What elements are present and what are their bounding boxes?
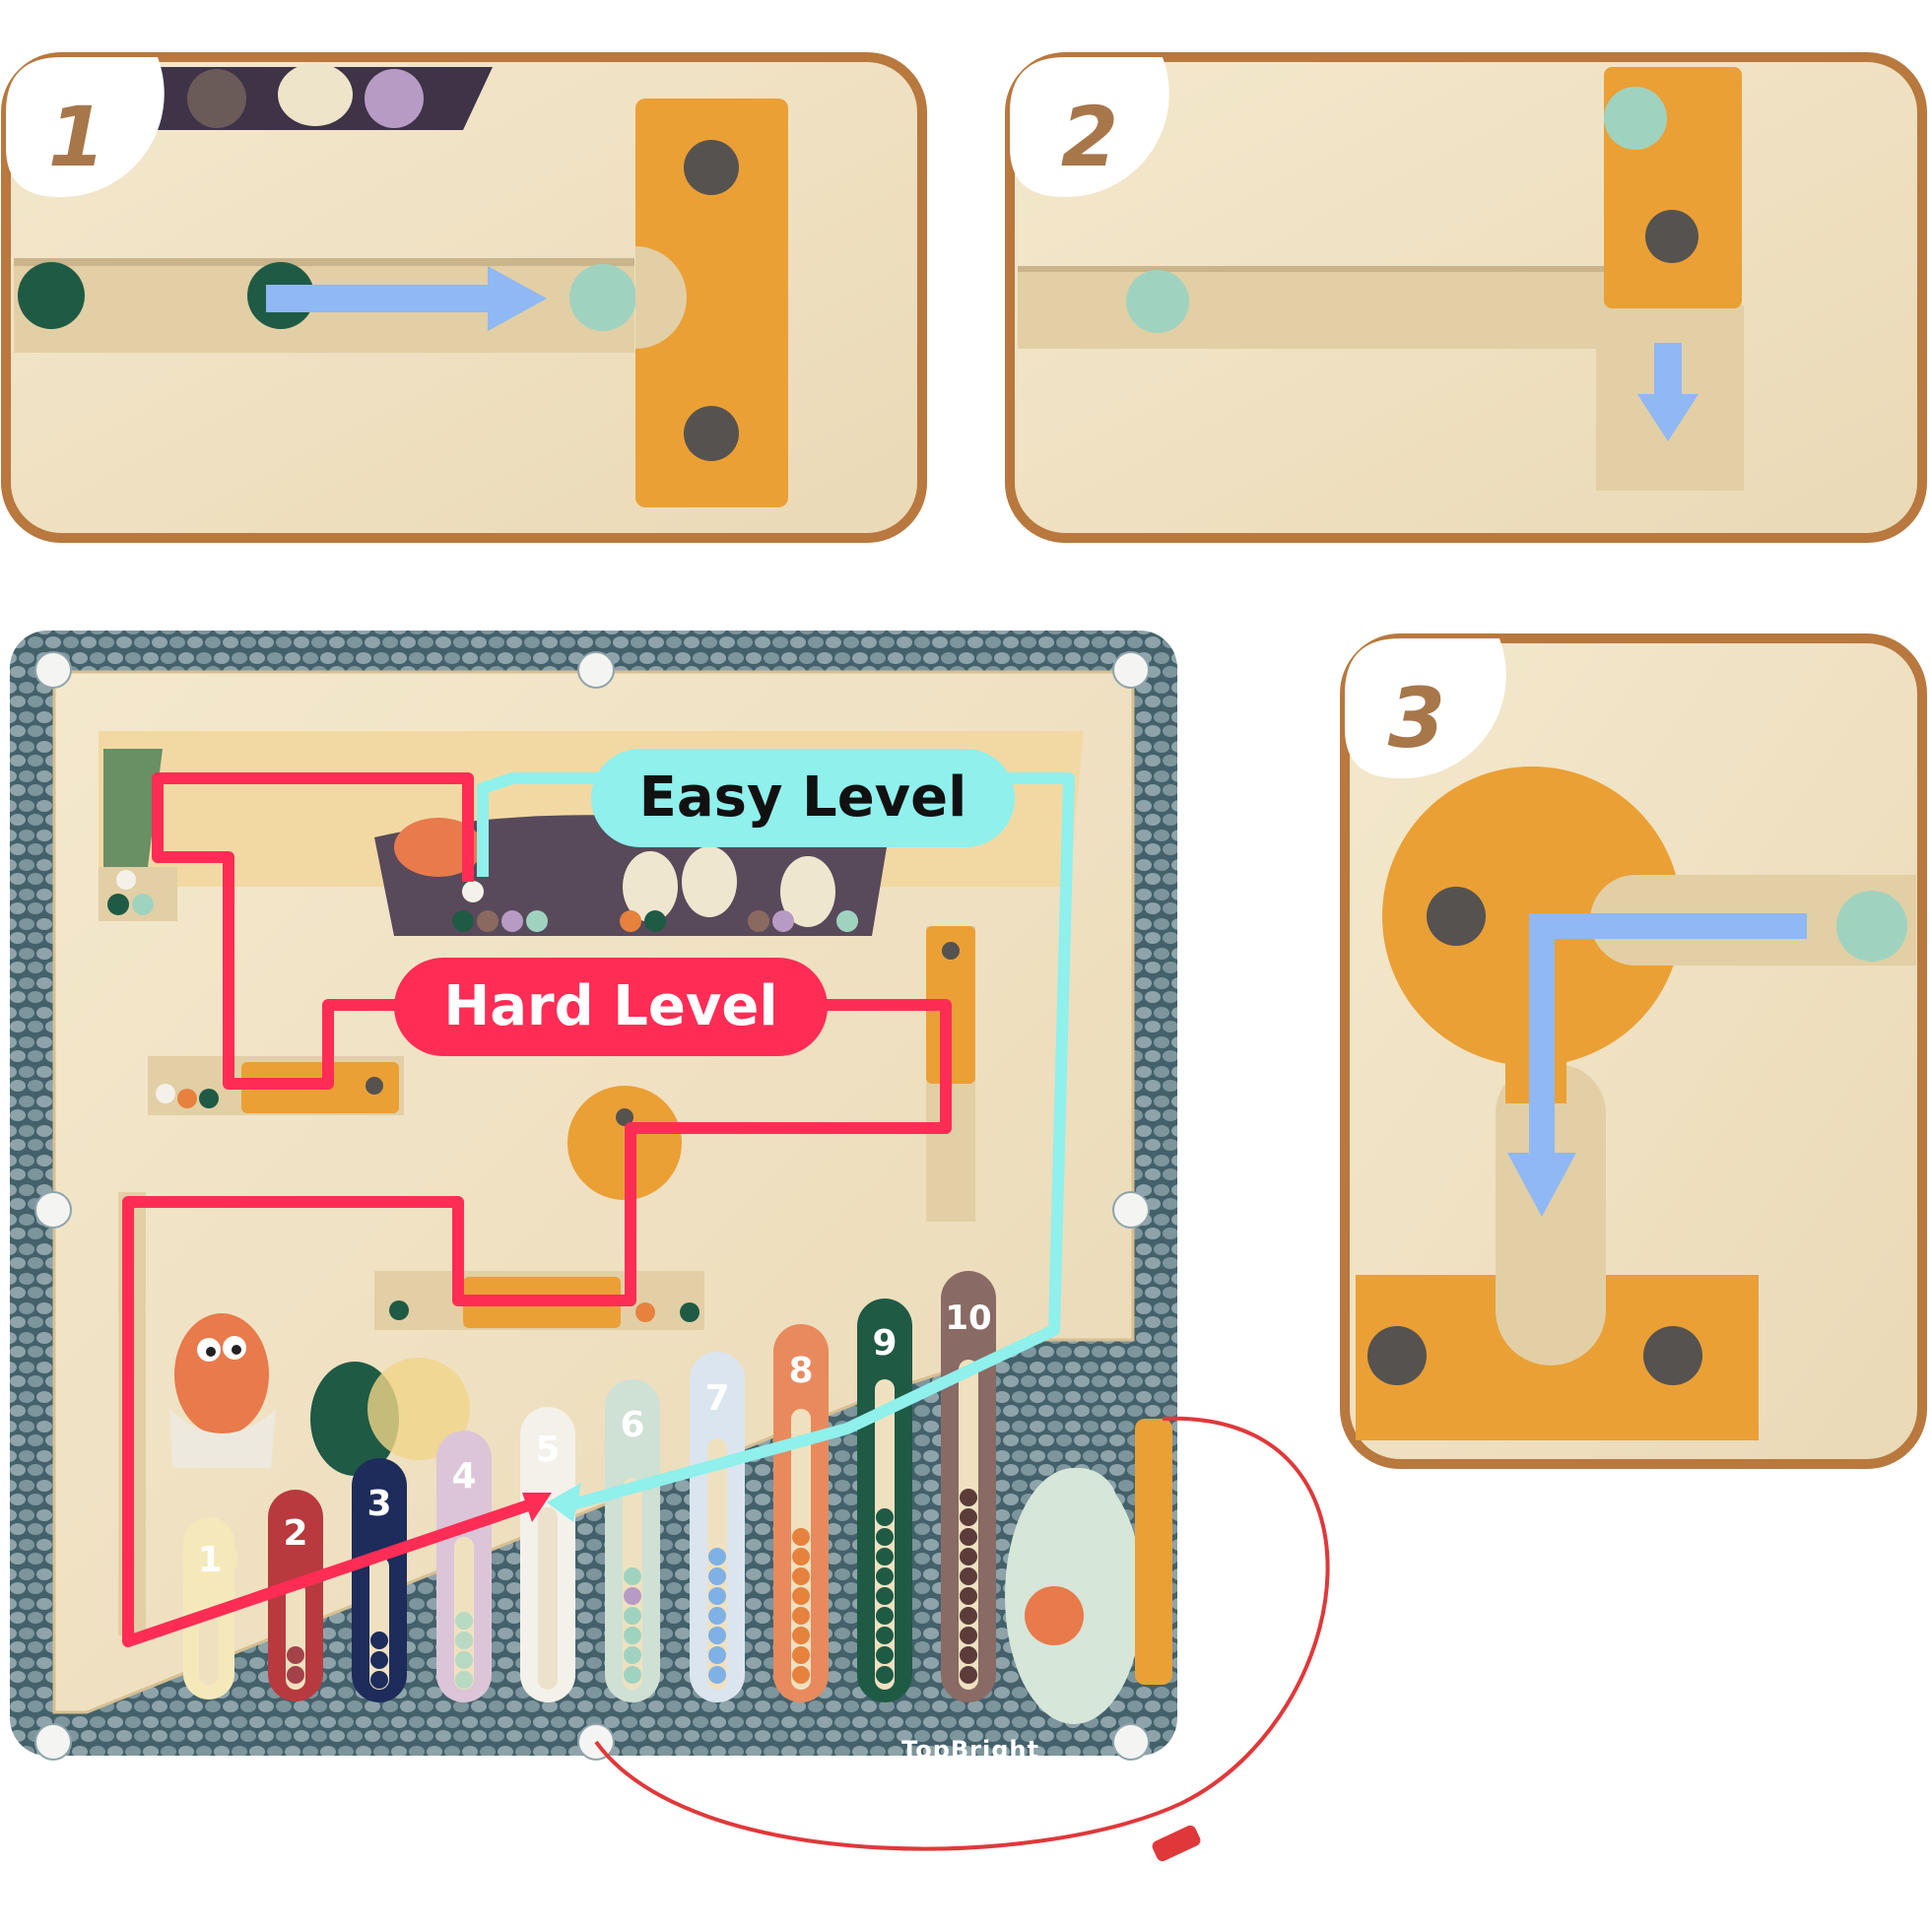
dino-egg [623,851,678,922]
step-2-panel: 2 [1005,52,1927,543]
ball-green [18,262,85,329]
pen-clip [1152,1825,1201,1862]
column-number: 8 [788,1351,813,1391]
magnet-dot [1645,210,1698,263]
pen-string [594,1416,1330,1851]
screw-icon [34,1723,72,1761]
screw-icon [34,651,72,689]
ball-mint [1604,87,1667,150]
dino-egg [278,63,353,126]
hard-level-label: Hard Level [443,974,777,1038]
hard-level-path [122,772,952,1647]
step-3-panel: 3 [1340,633,1927,1469]
step-number: 3 [1388,670,1445,766]
dino-figure [394,818,483,877]
brand-logo-text: TopBright [901,1736,1039,1764]
ball-brown [187,69,246,128]
counting-columns: 1 2 3 4 5 [182,1271,996,1702]
palm-tree [103,749,163,867]
arrow-icon [547,1483,581,1522]
column-number: 4 [451,1456,476,1497]
magnet-dot [684,140,739,195]
step-number: 2 [1061,89,1118,185]
hard-level-badge [394,958,828,1056]
screw-icon [577,651,615,689]
screw-icon [1112,651,1150,689]
column-number: 5 [535,1430,560,1470]
maze-groove [1496,1064,1606,1389]
column-number: 9 [872,1323,897,1364]
magnet-dot [1427,887,1486,946]
egg-shell [169,1409,276,1468]
ball-mint [1836,891,1907,962]
screw-icon [1112,1723,1150,1761]
column-number: 6 [620,1405,644,1445]
column-number: 3 [366,1484,391,1524]
arrow-icon [522,1493,552,1522]
dino-egg [780,856,835,927]
dino-egg [682,846,737,917]
easy-level-badge [591,749,1015,847]
easy-level-path [477,772,1075,1513]
step-1-panel: 1 [1,52,927,543]
column-number: 7 [704,1378,729,1419]
magnet-dot [684,406,739,461]
baby-dino-icon [174,1313,269,1435]
ball-mint [569,264,636,331]
easy-level-label: Easy Level [639,766,967,830]
step-number: 1 [48,89,105,185]
column-number: 2 [283,1513,307,1554]
maze-board: 1 2 3 4 5 [10,631,1177,1764]
magnet-dot [1643,1326,1702,1385]
ball-purple [365,69,424,128]
column-number: 10 [945,1299,991,1338]
column-number: 1 [197,1540,222,1580]
slider-block [1356,1275,1759,1440]
slider-block [635,99,788,507]
magnet-dot [1367,1326,1427,1385]
arrow-down-icon [1507,1153,1576,1217]
screw-icon [1112,1191,1150,1229]
ball-mint [1126,270,1189,333]
pen-holder [1135,1419,1172,1685]
screw-icon [34,1191,72,1229]
maze-groove [1018,266,1658,349]
arrow-right-icon [488,266,547,331]
arrow-down-icon [1637,394,1698,441]
